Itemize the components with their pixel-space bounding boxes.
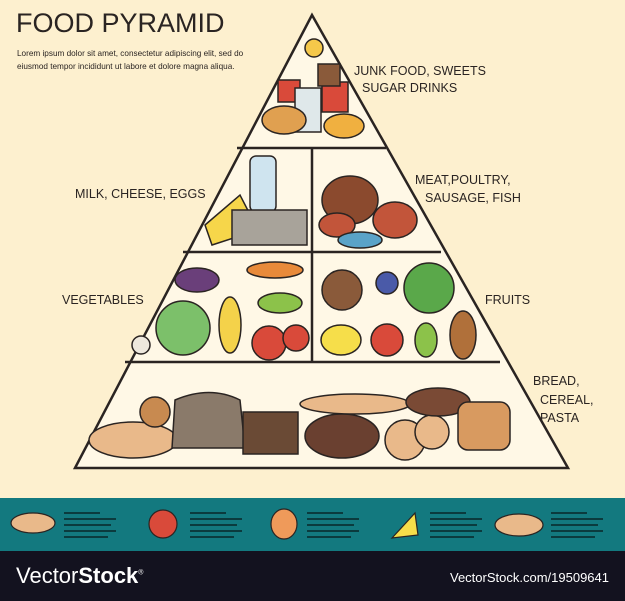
tomato-icon: [148, 509, 178, 539]
pyramid-outline: [72, 12, 571, 470]
sliced-bread-icon: [457, 401, 511, 451]
apple-icon: [370, 323, 404, 357]
tomato-icon: [282, 324, 310, 352]
orange-icon: [270, 508, 298, 540]
tier-label-dairy: MILK, CHEESE, EGGS: [75, 187, 206, 201]
pineapple-icon: [449, 310, 477, 360]
placeholder-text: [64, 512, 116, 542]
watermelon-icon: [403, 262, 455, 314]
tier-label-meat: SAUSAGE, FISH: [425, 191, 521, 205]
tomato-icon: [251, 325, 287, 361]
grapes-icon: [375, 271, 399, 295]
tier-label-junk: JUNK FOOD, SWEETS: [354, 64, 486, 78]
lemon-icon: [320, 324, 362, 356]
logo-text-bold: Stock: [78, 563, 139, 588]
fish-icon: [337, 231, 383, 249]
tier-label-grains: PASTA: [540, 411, 580, 425]
tier-label-junk: SUGAR DRINKS: [362, 81, 458, 95]
bun-icon: [414, 414, 450, 450]
coffee-cup-icon: [317, 63, 341, 87]
long-loaf-icon: [299, 393, 411, 415]
pretzel-icon: [139, 396, 171, 428]
tier-label-grains: BREAD,: [533, 374, 580, 388]
taco-icon: [323, 113, 365, 139]
placeholder-text: [551, 512, 603, 542]
tier-label-grains: CEREAL,: [540, 393, 594, 407]
registered-mark: ®: [138, 569, 144, 577]
flour-sack-icon: [171, 391, 246, 449]
fries-icon: [321, 81, 349, 113]
round-loaf-icon: [304, 413, 380, 459]
tier-label-vegetables: VEGETABLES: [62, 293, 144, 307]
cucumber-icon: [257, 292, 303, 314]
info-band: [0, 498, 625, 551]
food-pyramid: [72, 12, 571, 470]
carrot-icon: [246, 261, 304, 279]
rye-bread-icon: [242, 411, 299, 455]
intro-text: Lorem ipsum dolor sit amet, consectetur …: [17, 49, 244, 71]
page-title: FOOD PYRAMID: [16, 8, 225, 38]
burger-icon: [261, 105, 307, 135]
band-icons: [10, 508, 544, 540]
sausage-icon: [318, 212, 356, 238]
egg-carton-icon: [231, 209, 308, 246]
garlic-icon: [131, 335, 151, 355]
image-url: VectorStock.com/19509641: [450, 570, 609, 585]
hotdog-icon: [494, 513, 544, 537]
coconut-icon: [321, 269, 363, 311]
corn-icon: [218, 296, 242, 354]
eggplant-icon: [174, 267, 220, 293]
placeholder-text: [307, 512, 359, 542]
tier-label-fruits: FRUITS: [485, 293, 531, 307]
baguette-icon: [88, 421, 178, 459]
cabbage-icon: [155, 300, 211, 356]
ice-cream-icon: [304, 38, 324, 58]
placeholder-text: [190, 512, 242, 542]
cheese-icon: [390, 511, 419, 539]
placeholder-text: [430, 512, 482, 542]
logo-text: Vector: [16, 563, 79, 588]
bread-icon: [10, 512, 56, 534]
milk-bottle-icon: [249, 155, 277, 213]
vectorstock-logo: VectorStock®: [16, 563, 143, 589]
ham-icon: [372, 201, 418, 239]
pear-icon: [414, 322, 438, 358]
footer: VectorStock® VectorStock.com/19509641: [0, 551, 625, 601]
tier-label-meat: MEAT,POULTRY,: [415, 173, 511, 187]
